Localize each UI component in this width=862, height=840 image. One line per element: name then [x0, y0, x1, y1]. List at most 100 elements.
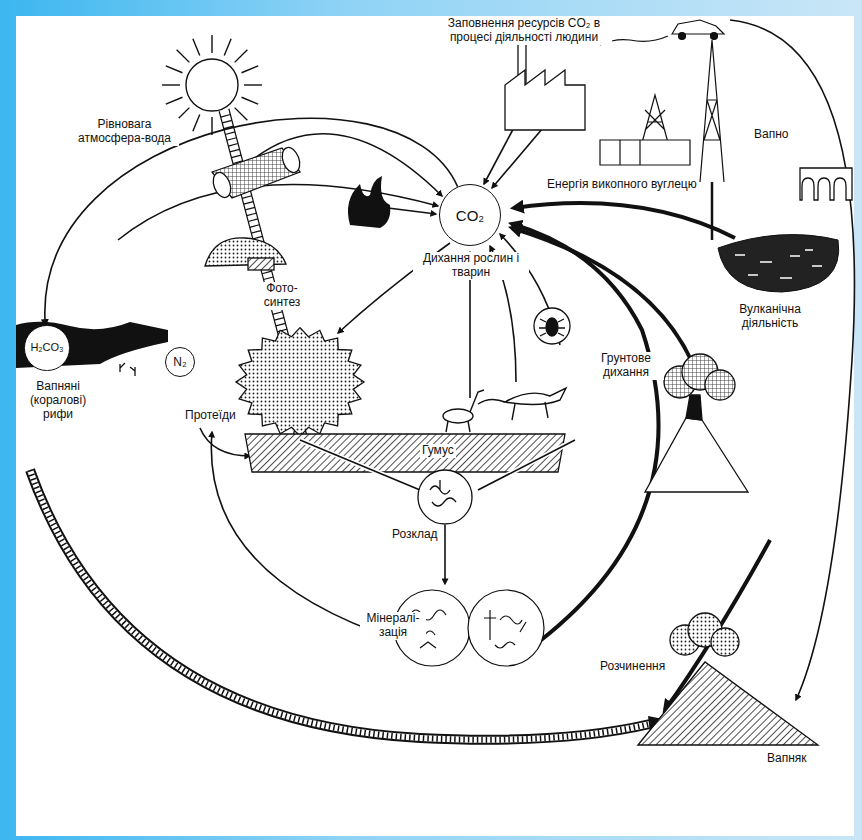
log	[210, 145, 303, 200]
lime-bridge	[800, 168, 852, 200]
log-part	[210, 170, 234, 200]
sun-ray	[193, 115, 200, 132]
soil-beetle-part	[539, 319, 565, 336]
sun-ray	[162, 84, 180, 85]
mineralisation-microbes-part	[410, 610, 526, 648]
decomposer-circle	[418, 470, 472, 524]
sun-ray	[166, 97, 183, 104]
thick-flow-arrow-part	[512, 228, 692, 362]
beam-rung	[248, 219, 258, 222]
beam-rung	[251, 231, 261, 234]
limestone-part	[638, 662, 818, 745]
animals-part	[478, 399, 548, 420]
soil-humus-part	[245, 434, 565, 472]
thick-flow-arrow-part	[514, 203, 735, 238]
limestone-part	[711, 628, 739, 656]
sun-ray	[235, 108, 248, 121]
carbon-dioxide-circle: CO₂	[439, 184, 501, 246]
volcano-part	[686, 395, 702, 420]
fossil-coal	[718, 235, 839, 292]
photosynthesis-plants	[205, 238, 286, 270]
sun-ray	[242, 97, 259, 104]
beam-rung	[222, 120, 232, 123]
flow-arrow	[118, 20, 854, 700]
text-label: Розчинення	[598, 660, 667, 674]
soil-beetle	[534, 308, 570, 344]
beam-rung	[242, 196, 252, 199]
node-text: N₂	[173, 356, 186, 368]
fossil-coal-part	[718, 235, 839, 292]
car-part	[711, 33, 718, 40]
oil-derrick-part	[700, 40, 724, 182]
text-label: Енергія викопного вуглецю	[545, 178, 699, 192]
soil-beetle-part	[546, 318, 558, 336]
car-part	[672, 20, 724, 34]
node-text: H₂CO₃	[30, 342, 63, 353]
factory-part	[505, 70, 585, 130]
connector-arrow	[45, 118, 458, 325]
beam-rung	[244, 202, 254, 205]
text-label: Грунтове дихання	[588, 352, 664, 380]
sun-ray	[242, 66, 259, 73]
text-label: Фото- синтез	[257, 282, 307, 310]
beam-rung	[245, 207, 255, 210]
beam-rung	[250, 225, 260, 228]
log-part	[279, 145, 303, 175]
oil-derrick-part	[600, 140, 690, 165]
flow-arrow-part	[730, 20, 854, 700]
animals-part	[446, 390, 484, 432]
oil-derrick-part	[711, 182, 714, 240]
beam-rung	[247, 213, 257, 216]
sun-ray	[177, 50, 190, 63]
nitrogen-circle: N₂	[165, 347, 195, 377]
animals-part	[443, 409, 473, 423]
flow-arrow-part	[492, 122, 548, 188]
beam-rung	[276, 323, 286, 326]
beam-rung	[230, 149, 240, 152]
animals-part	[505, 388, 566, 405]
mineralisation-microbes-part	[468, 590, 544, 666]
beam-rung	[274, 318, 284, 321]
sun-ray	[244, 84, 262, 85]
flow-arrow-part	[200, 428, 250, 456]
burial-band-part	[30, 470, 650, 740]
text-label: Вулканічна діяльність	[726, 303, 814, 331]
animals	[443, 388, 566, 432]
volcano-part	[705, 370, 735, 400]
ocean-water	[16, 322, 168, 376]
flow-arrow-part	[444, 525, 446, 584]
decomposer-circle-part	[418, 470, 472, 524]
burial-band	[30, 470, 668, 740]
text-label: Вапняні (коралові) рифи	[20, 380, 96, 421]
car	[600, 20, 724, 45]
node-text: CO₂	[456, 208, 484, 223]
text-label: Мінералі- зація	[360, 612, 426, 640]
flow-arrow-part	[388, 208, 436, 214]
text-label: Протеїди	[183, 409, 238, 423]
beam-rung	[228, 144, 238, 147]
beam-rung	[231, 155, 241, 158]
picture-panel	[16, 16, 854, 836]
text-label: Розклад	[390, 528, 440, 542]
carbonic-acid-circle: H₂CO₃	[24, 325, 69, 370]
volcano-part	[645, 418, 748, 492]
text-label: Дихання рослин і тварин	[413, 252, 529, 280]
beam-rung	[225, 132, 235, 135]
beam-rung	[264, 277, 274, 280]
text-label: Рівновага атмосфера-вода	[70, 118, 179, 146]
fire	[348, 176, 390, 228]
beam-rung	[227, 138, 237, 141]
ocean-water-part	[120, 363, 135, 376]
photosynthesis-plants-part	[248, 258, 274, 270]
fossil-coal-part	[735, 250, 822, 278]
decomposer-circle-part	[430, 480, 456, 506]
oil-derrick	[600, 40, 724, 240]
tree-crown	[236, 328, 364, 437]
limestone	[638, 613, 818, 745]
tree	[236, 328, 364, 440]
text-label: Вапно	[752, 128, 790, 142]
flow-arrow-part	[500, 234, 560, 345]
soil-beetle-part	[534, 308, 570, 344]
sun-part	[186, 59, 238, 111]
